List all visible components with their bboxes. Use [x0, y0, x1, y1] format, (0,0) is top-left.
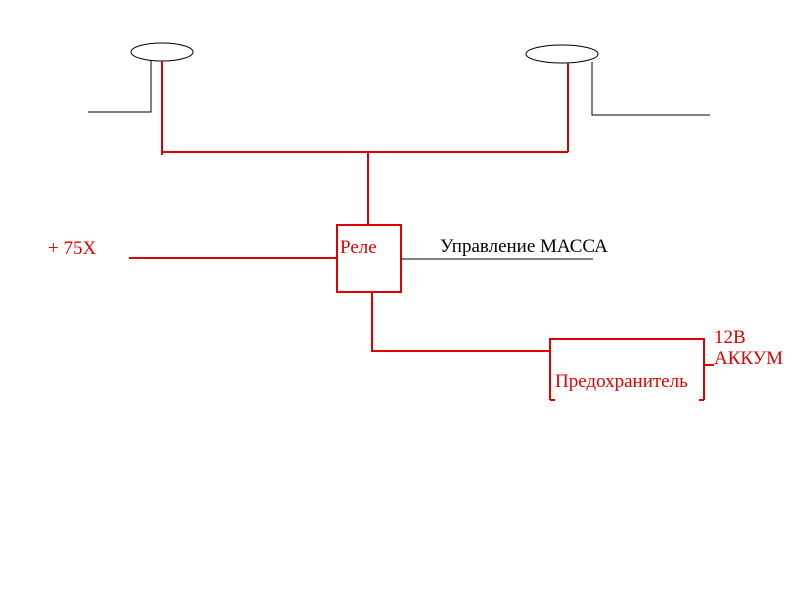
right-lamp-body — [525, 44, 599, 64]
left-lamp-ground-lead — [88, 60, 152, 113]
control-mass-label: Управление МАССА — [440, 236, 608, 257]
fuse: Предохранитель — [549, 338, 705, 401]
right-lamp — [525, 44, 710, 152]
relay-to-fuse-wire — [371, 292, 550, 352]
left-lamp-body — [130, 42, 194, 62]
relay-label: Реле — [340, 237, 377, 258]
fuse-outline — [549, 338, 705, 400]
fuse-label: Предохранитель — [555, 371, 688, 392]
relay-box — [336, 224, 402, 293]
battery-label: АККУМ — [714, 348, 783, 369]
plus-75x-label: + 75Х — [48, 238, 96, 259]
relay: Реле — [336, 224, 402, 293]
battery-voltage-label: 12В — [714, 327, 746, 348]
left-lamp — [88, 42, 194, 155]
right-lamp-ground-lead — [591, 62, 710, 116]
